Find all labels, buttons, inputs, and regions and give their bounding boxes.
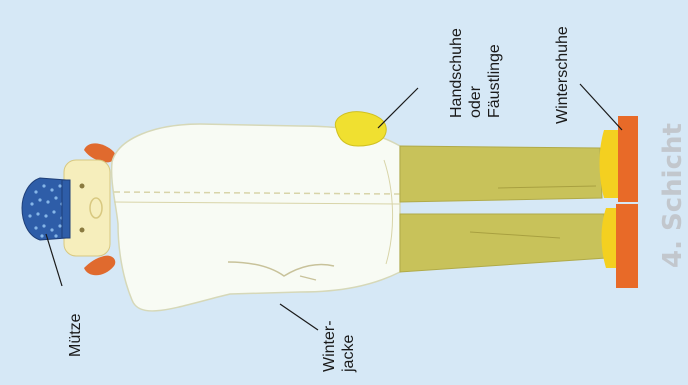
hat-drawing (22, 178, 70, 240)
label-jacket: Winter- jacke (320, 320, 358, 372)
label-boots-text: Winterschuhe (553, 26, 572, 124)
boots-drawing (600, 116, 639, 288)
pointer-gloves (378, 88, 418, 128)
label-jacket-line2: jacke (339, 320, 358, 372)
pointer-hat (46, 234, 62, 286)
label-gloves-line1: Handschuhe (447, 28, 466, 118)
gloves-drawing (335, 112, 386, 146)
label-gloves-line2: oder (466, 28, 485, 118)
pointer-jacket (280, 304, 318, 330)
label-gloves: Handschuhe oder Fäustlinge (447, 28, 504, 118)
face (64, 160, 110, 256)
pointer-boots (580, 84, 622, 130)
label-boots: Winterschuhe (553, 26, 572, 124)
label-hat-text: Mütze (66, 313, 85, 357)
jacket-drawing (112, 124, 400, 311)
label-hat: Mütze (66, 313, 85, 357)
trousers-drawing (400, 146, 606, 272)
label-gloves-line3: Fäustlinge (485, 28, 504, 118)
label-jacket-line1: Winter- (320, 320, 339, 372)
layer-title: 4. Schicht (658, 123, 688, 268)
